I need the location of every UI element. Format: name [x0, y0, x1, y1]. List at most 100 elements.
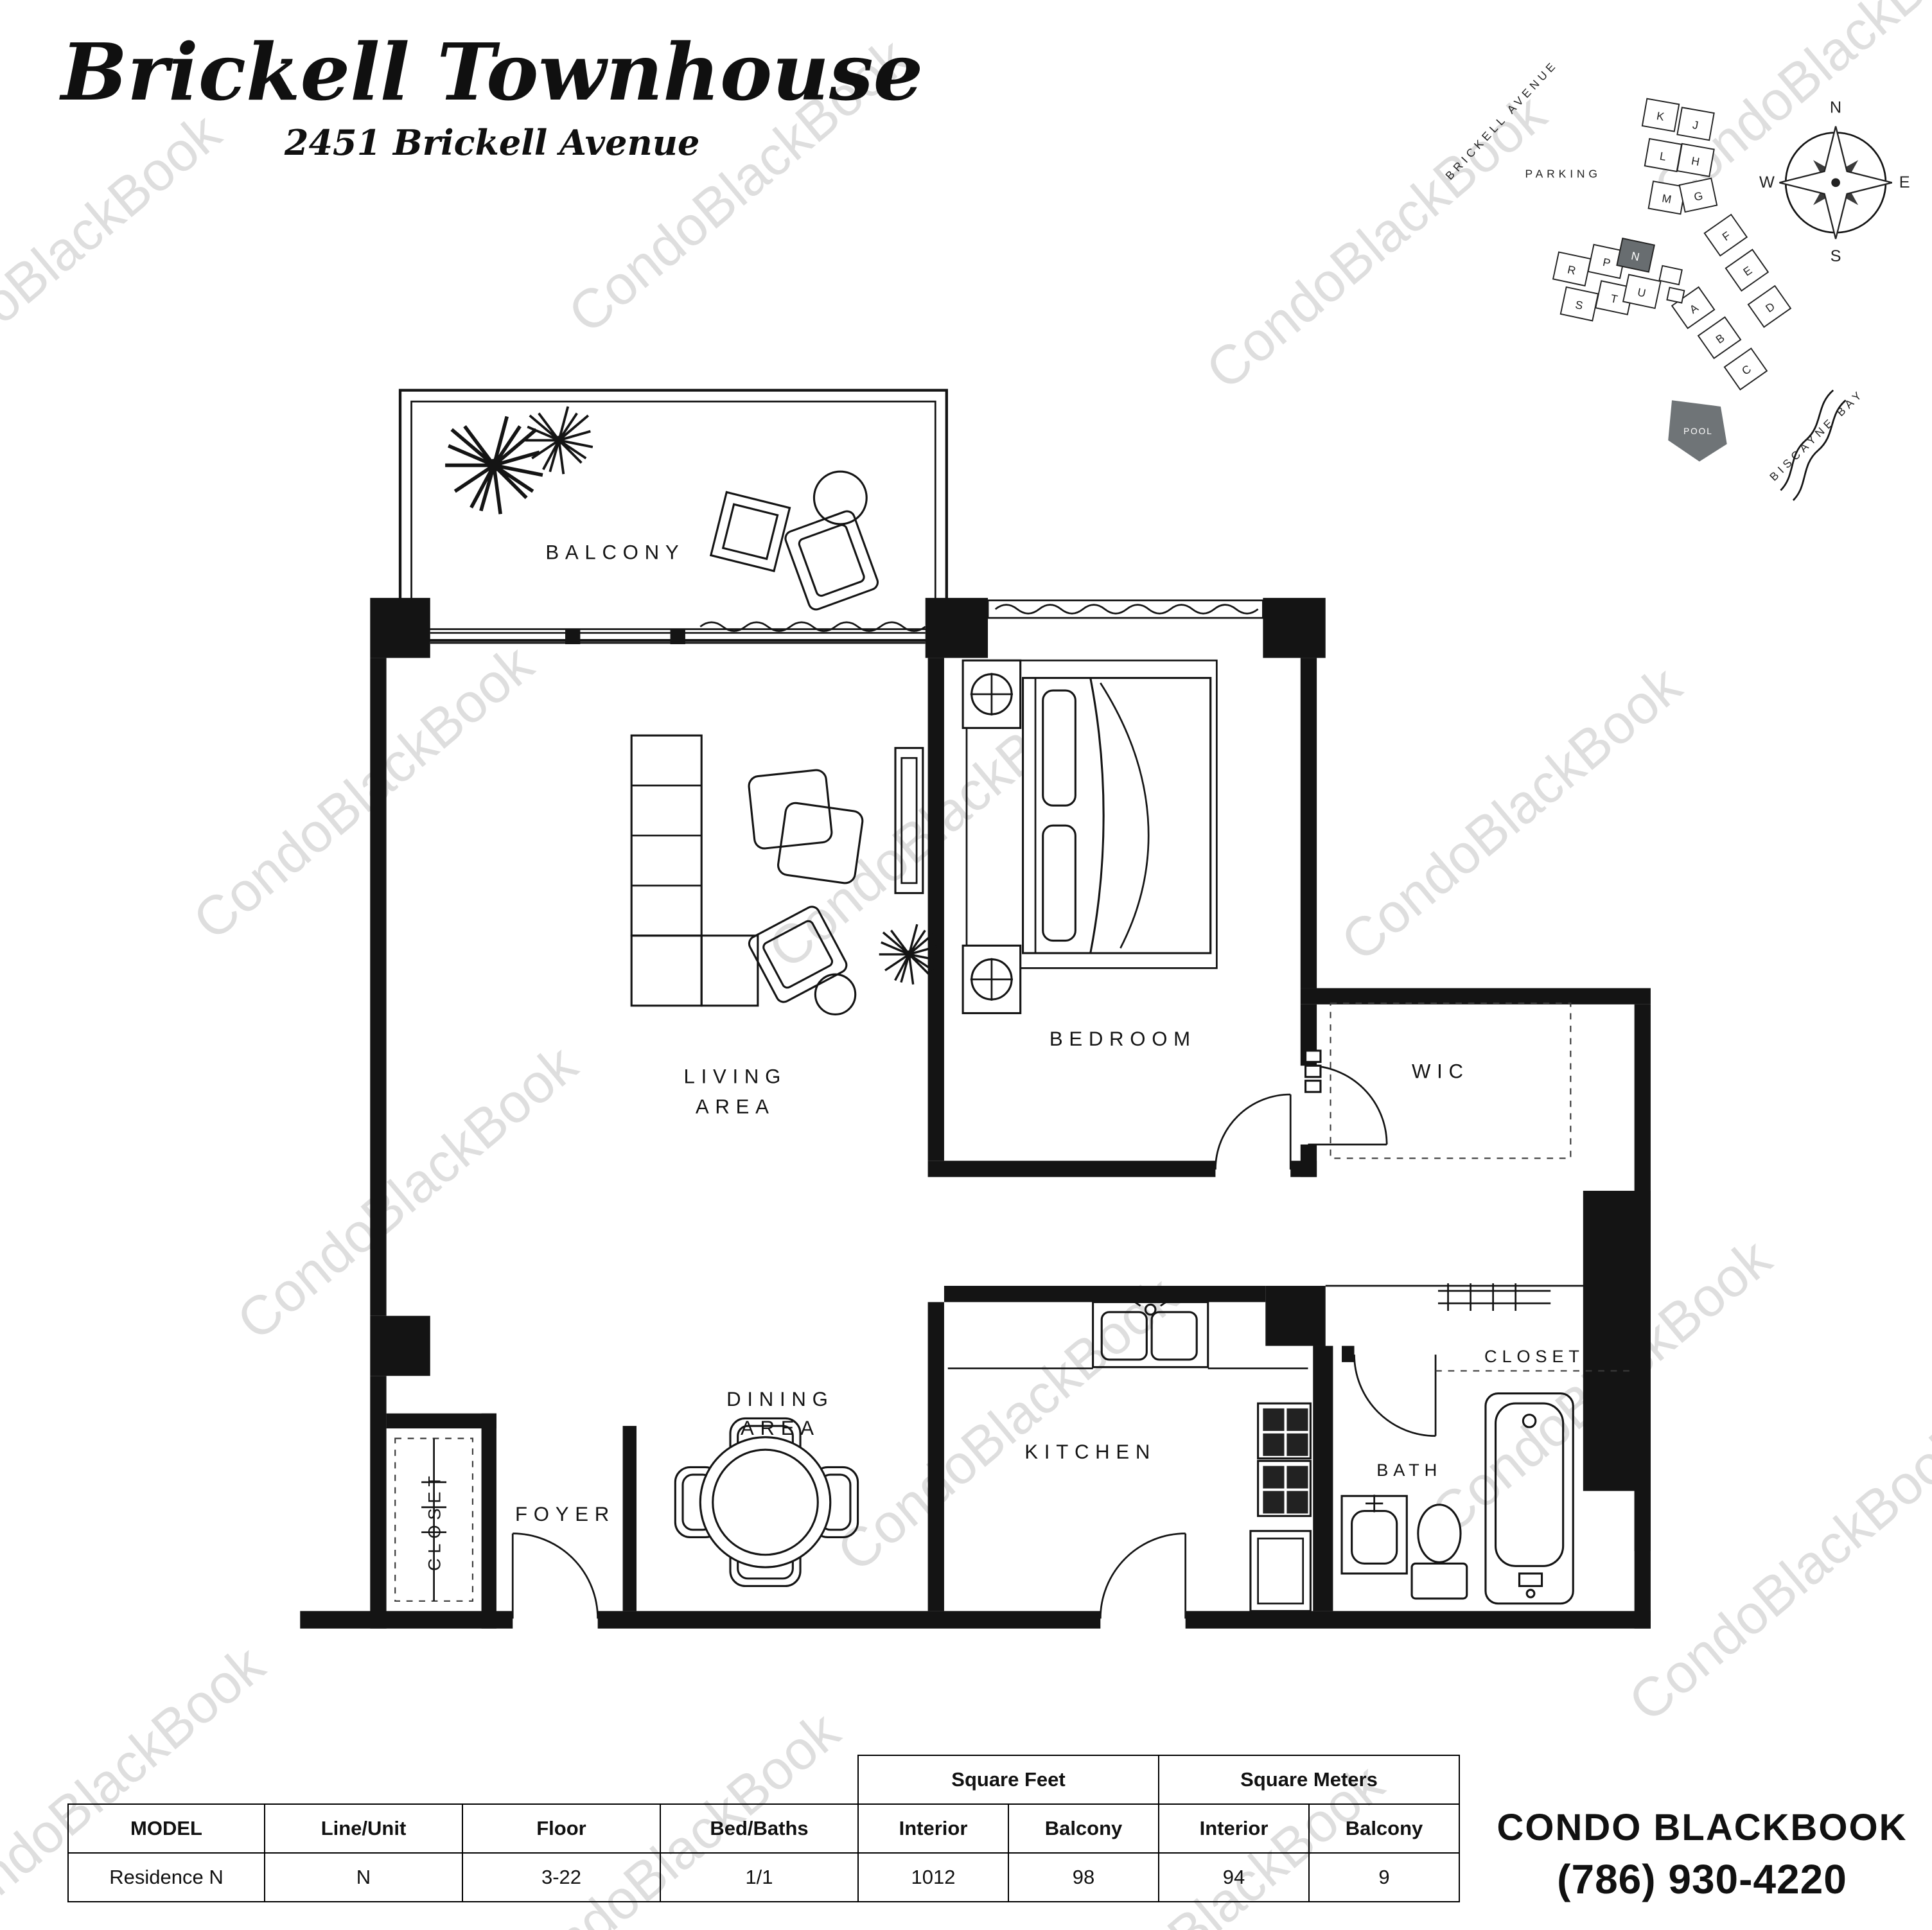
storage-outlines [394, 1002, 1635, 1602]
table-spacer [68, 1755, 858, 1804]
col-header-line-unit: Line/Unit [264, 1803, 463, 1854]
room-label-living-2: AREA [696, 1095, 775, 1118]
cell-sf-balcony: 98 [1008, 1852, 1159, 1902]
watermark-text: CondoBlackBook [182, 633, 545, 952]
svg-text:U: U [1637, 285, 1647, 299]
bed [1022, 676, 1212, 954]
room-label-closet-left: CLOSET [424, 1471, 444, 1571]
rug [965, 659, 1218, 969]
closet-rod [1437, 1283, 1551, 1311]
room-label-kitchen: KITCHEN [1024, 1441, 1156, 1463]
compass-n: N [1830, 98, 1841, 116]
door-arc-wic [1308, 1064, 1388, 1146]
room-label-bedroom: BEDROOM [1049, 1028, 1197, 1050]
coffee-table [748, 769, 864, 884]
highlighted-unit: N [1616, 237, 1655, 273]
page-title: Brickell Townhouse [61, 26, 924, 118]
window-wave [699, 621, 926, 632]
col-header-sf-balcony: Balcony [1008, 1803, 1159, 1854]
bedroom-furniture [962, 659, 1218, 1015]
svg-text:M: M [1661, 191, 1673, 206]
bay-label: BISCAYNE BAY [1767, 387, 1866, 484]
svg-text:G: G [1693, 189, 1704, 203]
closet-left-interior [394, 1437, 474, 1602]
dining-table [699, 1436, 832, 1568]
page-subtitle: 2451 Brickell Avenue [284, 122, 700, 164]
stove [1257, 1402, 1312, 1517]
cell-sf-interior: 1012 [857, 1852, 1009, 1902]
building-units: K J L H M G F E D A B C R P N S T U [1552, 98, 1792, 390]
watermark-text: CondoBlackBook [1617, 1415, 1932, 1733]
spec-table: Square Feet Square Meters MODEL Line/Uni… [67, 1755, 1460, 1902]
watermark-text: CondoBlackBook [225, 1033, 588, 1352]
nightstand [962, 944, 1022, 1015]
bath-fixtures [1340, 1392, 1574, 1605]
door-arc-bedroom [1215, 1093, 1292, 1170]
tv-console [894, 747, 924, 895]
door-arc-entry [511, 1532, 599, 1619]
kitchen-sink [1092, 1300, 1209, 1369]
svg-text:H: H [1690, 154, 1701, 168]
col-header-sm-interior: Interior [1158, 1803, 1310, 1854]
svg-text:R: R [1567, 263, 1577, 277]
vanity-sink [1340, 1495, 1408, 1575]
room-label-balcony: BALCONY [545, 541, 685, 564]
watermark-text: CondoBlackBook [1195, 83, 1558, 401]
room-label-closet-right: CLOSET [1484, 1346, 1585, 1366]
windows [430, 599, 1264, 644]
bathtub [1484, 1392, 1574, 1605]
contact-block: CONDO BLACKBOOK (786) 930-4220 [1471, 1806, 1932, 1903]
compass-w: W [1759, 173, 1775, 191]
col-header-sf-interior: Interior [857, 1803, 1009, 1854]
watermark-text: CondoBlackBook [1330, 654, 1692, 973]
cell-bed-baths: 1/1 [660, 1852, 859, 1902]
svg-text:J: J [1692, 118, 1699, 132]
group-header-square-feet: Square Feet [857, 1755, 1159, 1805]
pool: POOL [1668, 400, 1727, 462]
brand-phone: (786) 930-4220 [1557, 1856, 1847, 1902]
room-label-foyer: FOYER [515, 1503, 615, 1525]
svg-text:N: N [1630, 249, 1641, 263]
cell-sm-interior: 94 [1158, 1852, 1310, 1902]
walls [300, 597, 1651, 1629]
room-label-bath: BATH [1376, 1460, 1442, 1480]
svg-text:L: L [1659, 150, 1667, 163]
side-table [814, 973, 857, 1015]
bay: BISCAYNE BAY [1767, 387, 1866, 501]
col-header-bed-baths: Bed/Baths [660, 1803, 859, 1854]
svg-text:S: S [1574, 298, 1585, 312]
svg-text:T: T [1610, 292, 1619, 306]
balcony-outline [398, 389, 948, 642]
plant-icon [523, 405, 594, 476]
table-row: Residence N N 3-22 1/1 1012 98 94 9 [67, 1852, 1460, 1902]
patio-side-table [812, 470, 868, 525]
header: Brickell Townhouse 2451 Brickell Avenue [61, 31, 923, 163]
svg-text:K: K [1656, 109, 1665, 123]
brand-name: CONDO BLACKBOOK [1497, 1807, 1908, 1848]
svg-text:P: P [1602, 256, 1612, 270]
room-label-wic: WIC [1412, 1060, 1470, 1083]
cell-floor: 3-22 [462, 1852, 661, 1902]
balcony-furniture [445, 405, 879, 611]
window-wave [994, 604, 1259, 615]
patio-chair [784, 510, 879, 611]
door-hinge-marks [1304, 1049, 1322, 1093]
compass-rose-icon: N E S W [1759, 98, 1910, 265]
armchair [748, 906, 848, 1003]
pool-label: POOL [1683, 426, 1713, 436]
dining-furniture [674, 1417, 859, 1587]
room-label-dining-1: DINING [726, 1388, 834, 1410]
compass-s: S [1831, 247, 1841, 265]
toilet [1410, 1504, 1468, 1600]
patio-table [709, 491, 791, 572]
doors [511, 1049, 1437, 1619]
shoreline-waves [1792, 399, 1847, 501]
sofa [630, 734, 759, 1007]
cell-line-unit: N [264, 1852, 463, 1902]
nightstand [962, 659, 1022, 730]
wic-dashed [1330, 1002, 1572, 1159]
compass-e: E [1899, 173, 1910, 191]
shoreline-waves [1780, 389, 1834, 491]
cell-sm-balcony: 9 [1308, 1852, 1460, 1902]
